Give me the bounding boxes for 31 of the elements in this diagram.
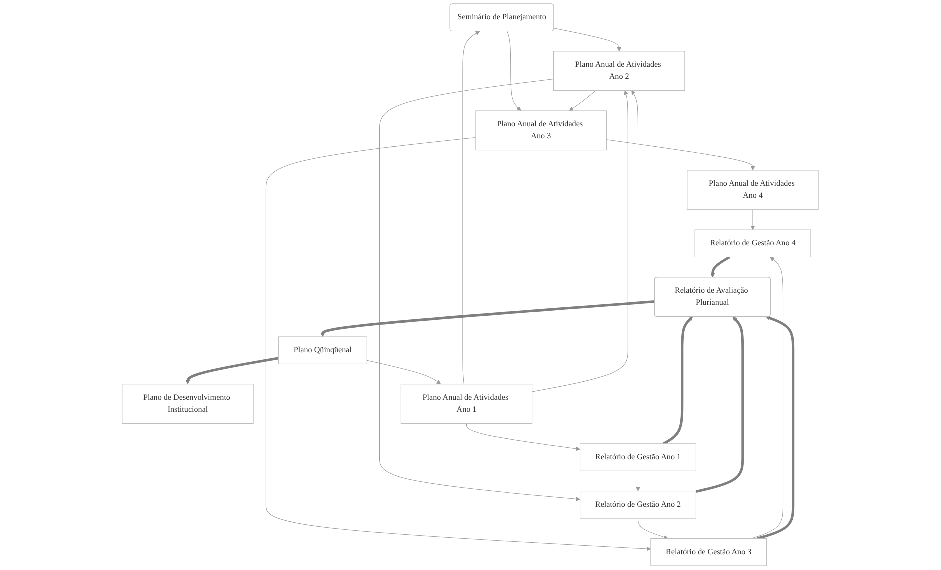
- arrow: [757, 316, 795, 540]
- arrow: [750, 210, 756, 230]
- node-box: Plano de Desenvolvimento Institucional: [122, 384, 254, 424]
- arrow: [462, 31, 480, 385]
- arrow: [186, 357, 280, 385]
- node-box: Relatório de Gestão Ano 2: [580, 491, 696, 519]
- node-box: Plano Anual de Atividades Ano 4: [687, 170, 819, 210]
- arrow: [569, 90, 596, 112]
- arrow: [266, 138, 652, 552]
- node-box: Plano Qüinqüenal: [278, 336, 368, 364]
- arrow: [632, 90, 638, 444]
- node-box: Relatório de Gestão Ano 1: [580, 444, 696, 472]
- arrow: [507, 31, 522, 112]
- arrow: [532, 90, 628, 392]
- arrow: [554, 28, 622, 52]
- arrow: [606, 140, 756, 171]
- arrow: [663, 316, 694, 445]
- arrow: [379, 79, 580, 502]
- node-box: Relatório de Gestão Ano 4: [694, 230, 812, 258]
- node-box: Plano Anual de Atividades Ano 2: [554, 51, 686, 92]
- arrow: [710, 256, 730, 278]
- arrow: [466, 423, 580, 452]
- arrow: [636, 470, 640, 492]
- arrow: [638, 518, 668, 540]
- arrow: [320, 300, 655, 338]
- arrow: [751, 257, 784, 539]
- node-box: Plano Anual de Atividades Ano 3: [475, 110, 607, 151]
- node-box: Plano Anual de Atividades Ano 1: [400, 384, 533, 424]
- node-box: Relatório de Gestão Ano 3: [650, 538, 768, 566]
- arrow: [366, 360, 442, 385]
- arrow: [696, 316, 744, 494]
